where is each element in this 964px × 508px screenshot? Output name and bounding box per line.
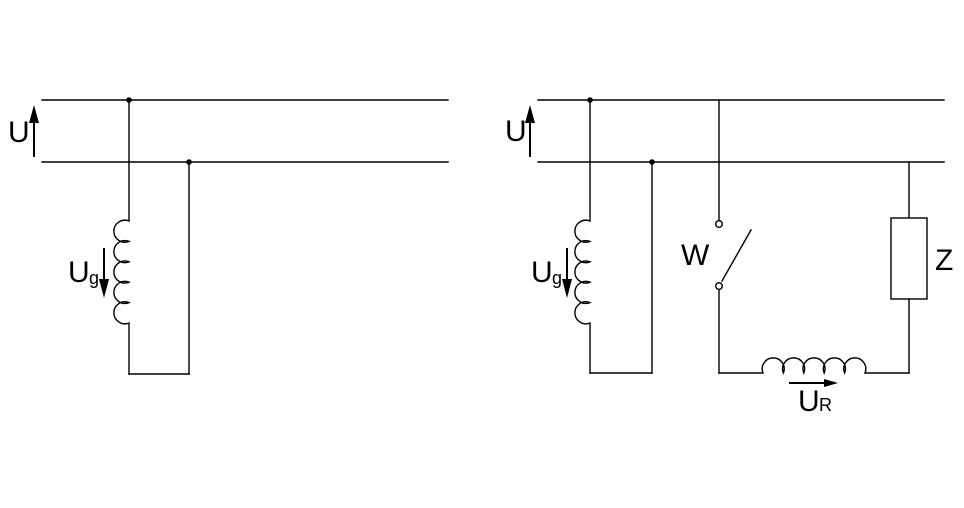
left-circuit [29,97,449,375]
left-junction-dot-top [126,97,132,103]
impedance-box [890,217,928,300]
right-generator-coil [574,99,592,374]
left-generator-voltage-subscript: g [89,268,99,288]
right-junction-dot-bottom [649,159,655,165]
switch-contact-top [715,219,724,228]
switch-blade [721,229,752,282]
right-voltage-arrow-up-icon [525,105,535,157]
right-junction-dot-top [587,97,593,103]
reactor-voltage-label: U [798,385,820,418]
left-generator-voltage-arrow-down-icon [99,248,109,298]
left-voltage-arrow-up-icon [29,105,39,157]
reactor-voltage-subscript: R [819,395,832,415]
right-generator-voltage-subscript: g [552,268,562,288]
right-generator-voltage-label: U [531,256,553,289]
reactor-voltage-arrow-right-icon [789,379,838,387]
left-generator-voltage-label: U [68,256,90,289]
left-supply-voltage-label: U [8,116,30,149]
switch-contact-bottom [715,282,724,291]
right-generator-voltage-arrow-down-icon [562,248,572,298]
left-junction-dot-bottom [186,159,192,165]
impedance-label: Z [935,244,953,277]
right-supply-voltage-label: U [505,115,527,148]
reactor-coil [718,357,910,375]
left-generator-coil [113,99,131,375]
switch-label: W [681,239,710,272]
right-circuit [525,97,945,387]
